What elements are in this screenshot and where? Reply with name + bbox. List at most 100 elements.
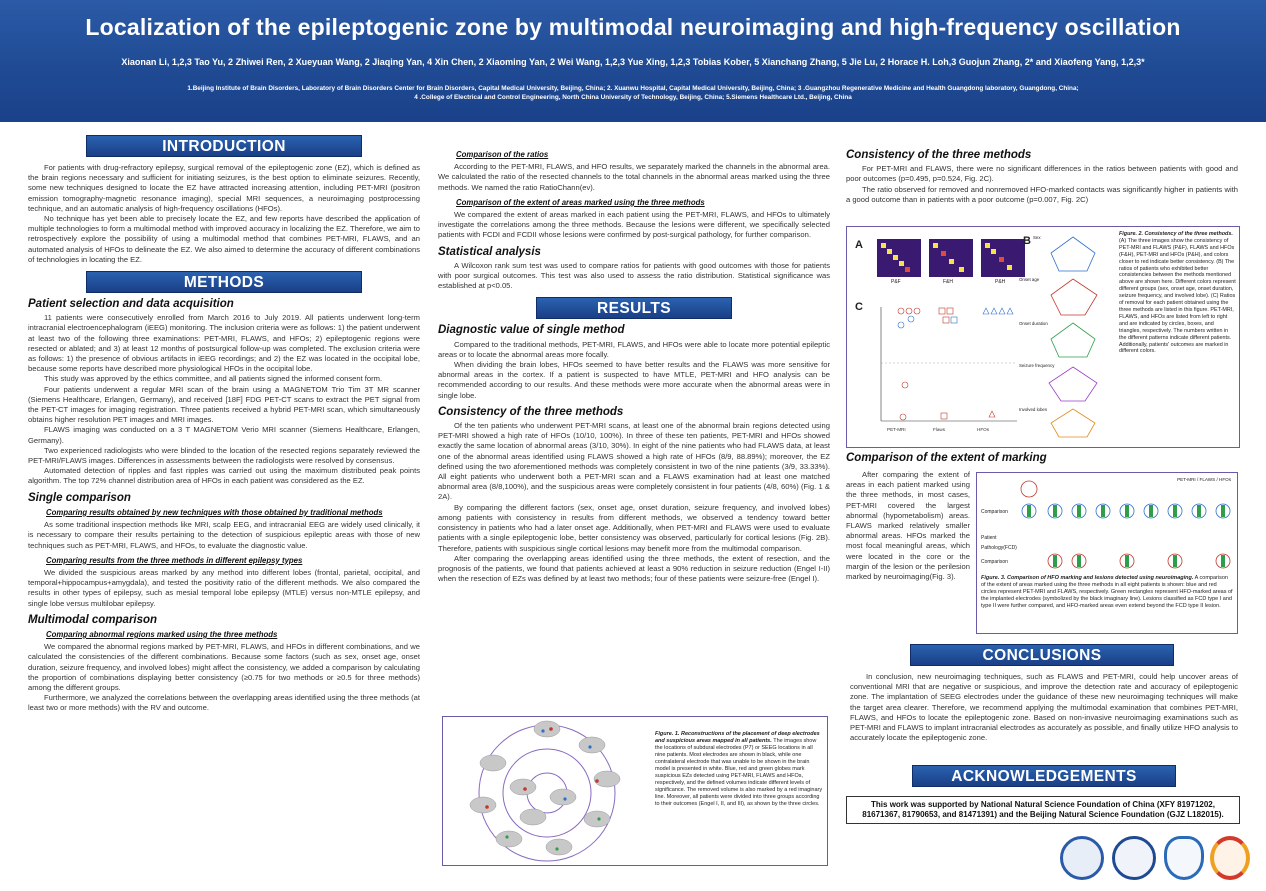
col2-paragraph-5: When dividing the brain lobes, HFOs seem…	[438, 360, 830, 400]
col3-consistency-heading: Consistency of the three methods	[846, 149, 1032, 161]
methods-paragraph-10: Furthermore, we analyzed the correlation…	[28, 693, 420, 713]
figure-3-row-pathology: Pathology(FCD)	[981, 545, 1017, 551]
col2-paragraph-4: Compared to the traditional methods, PET…	[438, 339, 830, 359]
figure-1-title: Figure. 1. Reconstructions of the placem…	[655, 731, 820, 744]
methods-subsub-traditional: Comparing results obtained by new techni…	[46, 507, 383, 517]
col2-paragraph-1: According to the PET-MRI, FLAWS, and HFO…	[438, 162, 830, 192]
figure-1-brain-reconstructions	[469, 720, 621, 862]
figure-2-title: Figure. 2. Consistency of the three meth…	[1119, 231, 1233, 237]
author-list: Xiaonan Li, 1,2,3 Tao Yu, 2 Zhiwei Ren, …	[121, 57, 1145, 67]
university-logo-2	[1112, 836, 1156, 880]
figure-2-panel-a-label: A	[855, 239, 863, 251]
col3-paragraph-2: The ratio observed for removed and nonre…	[846, 184, 1238, 204]
figure-2-ratio-plot	[880, 307, 1017, 422]
poster-title: Localization of the epileptogenic zone b…	[85, 14, 1181, 40]
methods-paragraph-3: Four patients underwent a regular MRI sc…	[28, 384, 420, 425]
figure-3: PET-MRI / FLAWS / HFOs Comparison Patien…	[976, 472, 1238, 634]
col2-paragraph-2: We compared the extent of areas marked i…	[438, 210, 830, 240]
brain-model-2	[578, 736, 606, 754]
methods-paragraph-9: We compared the abnormal regions marked …	[28, 642, 420, 692]
figure-2-radar-charts	[1048, 236, 1098, 438]
affiliation-line-1: 1.Beijing Institute of Brain Disorders, …	[187, 85, 1079, 92]
figure-1-caption: Figure. 1. Reconstructions of the placem…	[655, 731, 823, 808]
methods-sub-multimodal: Multimodal comparison	[28, 613, 158, 626]
methods-paragraph-1: 11 patients were consecutively enrolled …	[28, 313, 420, 374]
brain-model-7	[469, 796, 497, 814]
results-sub-diagnostic-value: Diagnostic value of single method	[438, 324, 625, 337]
heatmap-label-fh: F&H	[943, 279, 953, 285]
heatmap-label-pf: P&F	[891, 279, 901, 285]
axis-label-hfos: HFOs	[977, 427, 989, 432]
col2-paragraph-6: Of the ten patients who underwent PET-MR…	[438, 421, 830, 502]
university-logo-1	[1060, 836, 1104, 880]
figure-1: Figure. 1. Reconstructions of the placem…	[442, 716, 828, 866]
methods-banner: METHODS	[86, 271, 362, 294]
figure-2: A P&F F&H P&H C PET-MRI Flaws HFOs B Sex…	[846, 226, 1240, 448]
conclusions-banner: CONCLUSIONS	[910, 644, 1174, 666]
conclusions-paragraph: In conclusion, new neuroimaging techniqu…	[850, 672, 1239, 743]
intro-paragraph-1: For patients with drug-refractory epilep…	[28, 163, 420, 213]
column-right: Consistency of the three methods For PET…	[846, 149, 1238, 205]
results-banner: RESULTS	[536, 297, 732, 320]
methods-paragraph-6: Automated detection of ripples and fast …	[28, 466, 420, 486]
col3-paragraph-1: For PET-MRI and FLAWS, there were no sig…	[846, 164, 1238, 184]
figure-3-markings	[1020, 480, 1231, 569]
ack-banner-wrap: ACKNOWLEDGEMENTS	[912, 765, 1176, 787]
brain-model-9	[509, 778, 537, 796]
affiliation-line-2: 4 .College of Electrical and Control Eng…	[414, 94, 852, 101]
statistical-analysis-heading: Statistical analysis	[438, 245, 541, 258]
column-middle: Comparison of the ratios According to th…	[438, 150, 830, 584]
conclusions-banner-wrap: CONCLUSIONS	[910, 644, 1174, 666]
acknowledgements-banner: ACKNOWLEDGEMENTS	[912, 765, 1176, 787]
figure-2-panel-c-label: C	[855, 301, 863, 313]
figure-3-row-patient: Patient	[981, 535, 997, 541]
methods-paragraph-2: This study was approved by the ethics co…	[44, 374, 383, 384]
figure-3-row-comparison-1: Comparison	[981, 509, 1008, 515]
brain-model-6	[495, 830, 523, 848]
axis-label-pet-mri: PET-MRI	[887, 427, 906, 432]
brain-model-5	[545, 838, 573, 856]
methods-paragraph-7: As some traditional inspection methods l…	[28, 520, 420, 550]
column-left: INTRODUCTION For patients with drug-refr…	[28, 135, 420, 714]
figure-3-caption: Figure. 3. Comparison of HFO marking and…	[981, 575, 1233, 610]
heatmap-fh	[929, 239, 973, 277]
engel-outcome-circle-middle	[502, 748, 592, 838]
comparison-extent-heading: Comparison of the extent of marking	[846, 452, 1047, 464]
figure-3-legend: PET-MRI / FLAWS / HFOs	[1177, 477, 1231, 482]
col3-paragraph-3: After comparing the extent of areas in e…	[846, 470, 970, 582]
radar-label-seizure-frequency: Seizure frequency	[1019, 363, 1055, 368]
radar-label-onset-duration: Onset duration	[1019, 321, 1048, 326]
results-sub-consistency: Consistency of the three methods	[438, 405, 624, 418]
methods-subsub-ratios: Comparison of the ratios	[456, 150, 549, 159]
figure-2-caption: Figure. 2. Consistency of the three meth…	[1119, 231, 1237, 355]
col2-paragraph-8: After comparing the overlapping areas id…	[438, 553, 830, 584]
col2-paragraph-7: By comparing the different factors (sex,…	[438, 502, 830, 553]
methods-subsub-abnormal-regions: Comparing abnormal regions marked using …	[46, 629, 278, 639]
intro-paragraph-2: No technique has yet been able to precis…	[28, 214, 420, 264]
heatmap-ph	[981, 239, 1025, 277]
introduction-banner: INTRODUCTION	[86, 135, 362, 157]
institute-logo	[1210, 836, 1250, 880]
figure-2-text: (A) The three images show the consistenc…	[1119, 237, 1236, 355]
radar-label-onset-age: Onset age	[1019, 277, 1040, 282]
radar-label-involved-lobes: Involved lobes	[1019, 407, 1048, 412]
heatmap-label-ph: P&H	[995, 279, 1006, 285]
methods-sub-single-comparison: Single comparison	[28, 491, 131, 504]
methods-paragraph-4: FLAWS imaging was conducted on a 3 T MAG…	[28, 425, 420, 445]
methods-subsub-epilepsy-types: Comparing results from the three methods…	[46, 555, 303, 565]
figure-3-row-comparison-2: Comparison	[981, 559, 1008, 565]
brain-model-8	[479, 754, 507, 772]
hospital-logo	[1164, 836, 1204, 880]
brain-model-4	[583, 810, 611, 828]
figure-3-text: A comparison of the extent of areas mark…	[981, 575, 1233, 609]
heatmap-pf	[877, 239, 921, 277]
radar-label-sex: Sex	[1033, 235, 1041, 240]
figure-3-title: Figure. 3. Comparison of HFO marking and…	[981, 575, 1194, 581]
affiliations: 1.Beijing Institute of Brain Disorders, …	[0, 84, 1266, 102]
axis-label-flaws: Flaws	[933, 427, 945, 432]
methods-paragraph-8: We divided the suspicious areas marked b…	[28, 567, 420, 608]
col2-paragraph-3: A Wilcoxon rank sum test was used to com…	[438, 260, 830, 291]
methods-subsub-extent: Comparison of the extent of areas marked…	[456, 197, 705, 207]
figure-2-panel-b-label: B	[1023, 235, 1031, 247]
brain-model-3	[593, 770, 621, 788]
